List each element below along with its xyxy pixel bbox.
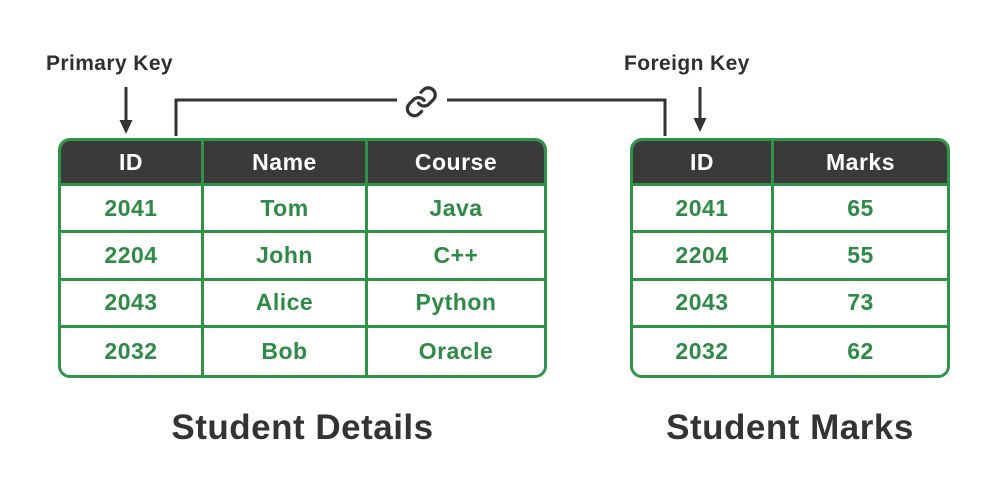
arrow-down-icon <box>693 87 707 132</box>
arrow-down-icon <box>119 87 133 134</box>
table-cell: John <box>204 233 368 281</box>
header-cell-marks: Marks <box>774 141 947 186</box>
header-cell-course: Course <box>368 141 544 186</box>
table-cell: 2043 <box>61 280 204 328</box>
table-cell: 62 <box>774 327 947 375</box>
table-cell: Java <box>368 186 544 234</box>
table-cell: 2204 <box>61 233 204 281</box>
header-cell-id: ID <box>61 141 204 186</box>
table-cell: 73 <box>774 280 947 328</box>
table-cell: 2032 <box>633 327 774 375</box>
link-icon <box>405 86 437 118</box>
table-cell: 2204 <box>633 233 774 281</box>
table-cell: Alice <box>204 280 368 328</box>
primary-key-label: Primary Key <box>46 52 173 75</box>
student-marks-caption: Student Marks <box>666 408 914 447</box>
table-cell: 2041 <box>61 186 204 234</box>
foreign-key-label: Foreign Key <box>624 52 750 75</box>
relationship-connector-line <box>174 98 667 136</box>
student-details-table: ID Name Course 2041 Tom Java 2204 John C… <box>58 138 547 378</box>
student-marks-table: ID Marks 2041 65 2204 55 2043 73 2032 62 <box>630 138 950 378</box>
table-cell: Tom <box>204 186 368 234</box>
table-cell: Oracle <box>368 327 544 375</box>
table-cell: 2032 <box>61 327 204 375</box>
table-cell: Python <box>368 280 544 328</box>
table-cell: 2041 <box>633 186 774 234</box>
student-details-caption: Student Details <box>171 408 434 447</box>
table-cell: Bob <box>204 327 368 375</box>
table-cell: 2043 <box>633 280 774 328</box>
table-cell: C++ <box>368 233 544 281</box>
table-cell: 65 <box>774 186 947 234</box>
header-cell-id: ID <box>633 141 774 186</box>
table-cell: 55 <box>774 233 947 281</box>
header-cell-name: Name <box>204 141 368 186</box>
